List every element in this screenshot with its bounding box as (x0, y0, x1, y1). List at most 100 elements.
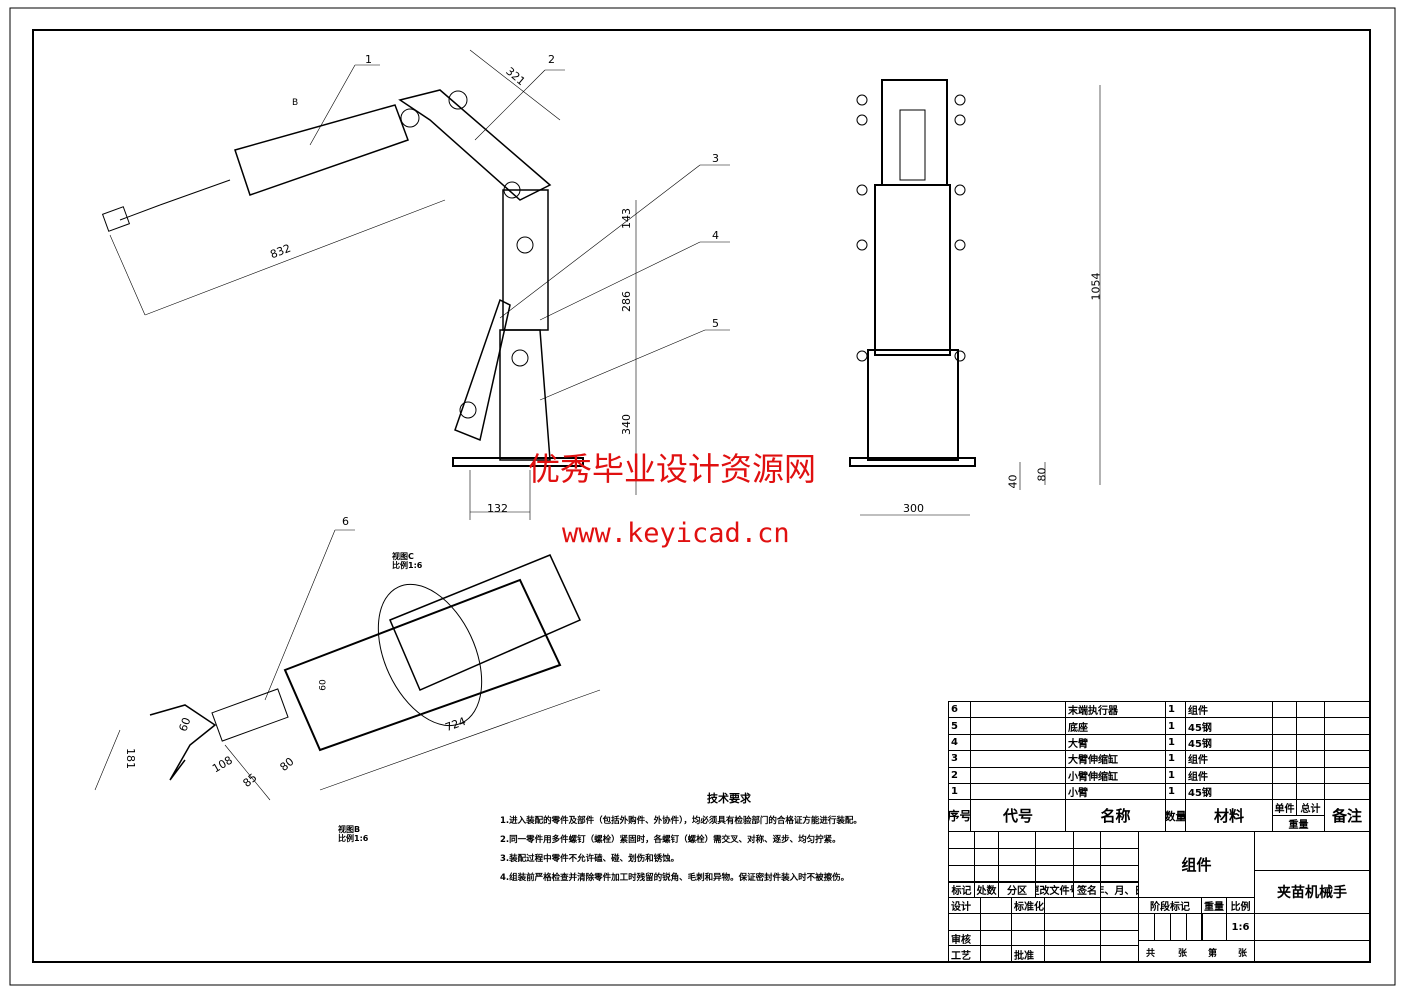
header-single: 单件 (1272, 799, 1297, 816)
balloon-2: 2 (548, 53, 555, 66)
side-view (849, 79, 1101, 516)
part-name: 小臂伸缩缸 (1065, 766, 1166, 784)
label-mark: 标记 (948, 881, 975, 898)
part-qty: 1 (1165, 701, 1186, 719)
part-empty-cell (1324, 733, 1370, 752)
dim-132: 132 (487, 502, 508, 515)
watermark-url: www.keyicad.cn (562, 518, 790, 549)
part-code (970, 733, 1066, 752)
part-empty-cell (1272, 733, 1297, 752)
sign-cell (1044, 945, 1101, 963)
part-no: 3 (948, 750, 971, 768)
revision-cell (1100, 831, 1139, 849)
part-empty-cell (1272, 701, 1297, 719)
sign-cell (1044, 913, 1101, 931)
part-name: 末端执行器 (1065, 701, 1166, 719)
company-cell (1254, 831, 1370, 871)
revision-cell (948, 848, 975, 866)
scale-value: 1:6 (1226, 913, 1255, 941)
stage-cell (1170, 913, 1187, 941)
balloon-4: 4 (712, 229, 719, 242)
part-empty-cell (1324, 783, 1370, 801)
header-qty: 数量 (1165, 799, 1186, 832)
revision-cell (998, 848, 1036, 866)
label-standard: 标准化 (1011, 897, 1045, 914)
assembly-label: 组件 (1138, 831, 1255, 898)
revision-cell (998, 831, 1036, 849)
sign-cell (1100, 913, 1139, 931)
view-b-title: 视图B (338, 825, 361, 834)
sign-cell (1100, 897, 1139, 914)
label-stage: 阶段标记 (1138, 897, 1202, 914)
part-material: 45钢 (1185, 717, 1273, 735)
dim-1054: 1054 (1089, 272, 1103, 301)
part-empty-cell (1296, 783, 1325, 801)
balloon-1: 1 (365, 53, 372, 66)
part-material: 45钢 (1185, 733, 1273, 752)
blank-cell (1254, 940, 1370, 962)
header-weight: 重量 (1272, 815, 1325, 832)
label-date: 年、月、日 (1100, 881, 1139, 898)
view-b-arrow: B (292, 98, 299, 108)
header-name: 名称 (1065, 799, 1166, 832)
revision-cell (1035, 831, 1074, 849)
part-empty-cell (1296, 717, 1325, 735)
sign-cell (1100, 930, 1139, 946)
outer-border (9, 7, 1396, 986)
part-empty-cell (1324, 766, 1370, 784)
part-empty-cell (1296, 733, 1325, 752)
revision-cell (1100, 848, 1139, 866)
sign-cell (1011, 913, 1045, 931)
sign-cell (980, 913, 1012, 931)
label-total_sheets: 共 (1146, 949, 1156, 959)
weight-value (1201, 913, 1227, 941)
leader-lines (264, 64, 730, 701)
balloon-3: 3 (712, 152, 719, 165)
part-material: 组件 (1185, 701, 1273, 719)
header-total: 总计 (1296, 799, 1325, 816)
label-sheets: 张 (1178, 949, 1188, 959)
part-empty-cell (1296, 701, 1325, 719)
part-empty-cell (1272, 750, 1297, 768)
revision-cell (1073, 831, 1101, 849)
label-count: 处数 (974, 881, 999, 898)
balloon-5: 5 (712, 317, 719, 330)
dim-60-cylinder: 60 (318, 679, 329, 691)
part-material: 组件 (1185, 766, 1273, 784)
header-remark: 备注 (1324, 799, 1370, 832)
drawing-number-cell (1254, 913, 1370, 941)
sign-cell (980, 945, 1012, 963)
sign-cell (980, 897, 1012, 914)
part-no: 4 (948, 733, 971, 752)
revision-cell (974, 848, 999, 866)
part-name: 小臂 (1065, 783, 1166, 801)
tech-requirement-item: 4.组装前严格检查并清除零件加工时残留的锐角、毛刺和异物。保证密封件装入时不被擦… (500, 873, 850, 883)
gripper-view (94, 554, 601, 801)
part-empty-cell (1272, 766, 1297, 784)
watermark-title: 优秀毕业设计资源网 (528, 450, 817, 488)
part-no: 6 (948, 701, 971, 719)
part-material: 45钢 (1185, 783, 1273, 801)
dim-181: 181 (124, 748, 137, 769)
part-empty-cell (1296, 766, 1325, 784)
header-material: 材料 (1185, 799, 1273, 832)
part-no: 5 (948, 717, 971, 735)
part-qty: 1 (1165, 766, 1186, 784)
sign-cell (1100, 945, 1139, 963)
label-sign: 签名 (1073, 881, 1101, 898)
view-b-scale: 比例1:6 (338, 834, 369, 843)
part-code (970, 701, 1066, 719)
part-empty-cell (1324, 717, 1370, 735)
balloon-6: 6 (342, 515, 349, 528)
label-scale: 比例 (1226, 897, 1255, 914)
part-no: 2 (948, 766, 971, 784)
part-no: 1 (948, 783, 971, 801)
dim-40: 40 (1006, 474, 1020, 489)
label-weight: 重量 (1201, 897, 1227, 914)
tech-requirement-item: 1.进入装配的零件及部件（包括外购件、外协件），均必须具有检验部门的合格证方能进… (500, 816, 862, 826)
part-material: 组件 (1185, 750, 1273, 768)
label-approve: 批准 (1011, 945, 1045, 963)
dim-286: 286 (620, 291, 633, 312)
